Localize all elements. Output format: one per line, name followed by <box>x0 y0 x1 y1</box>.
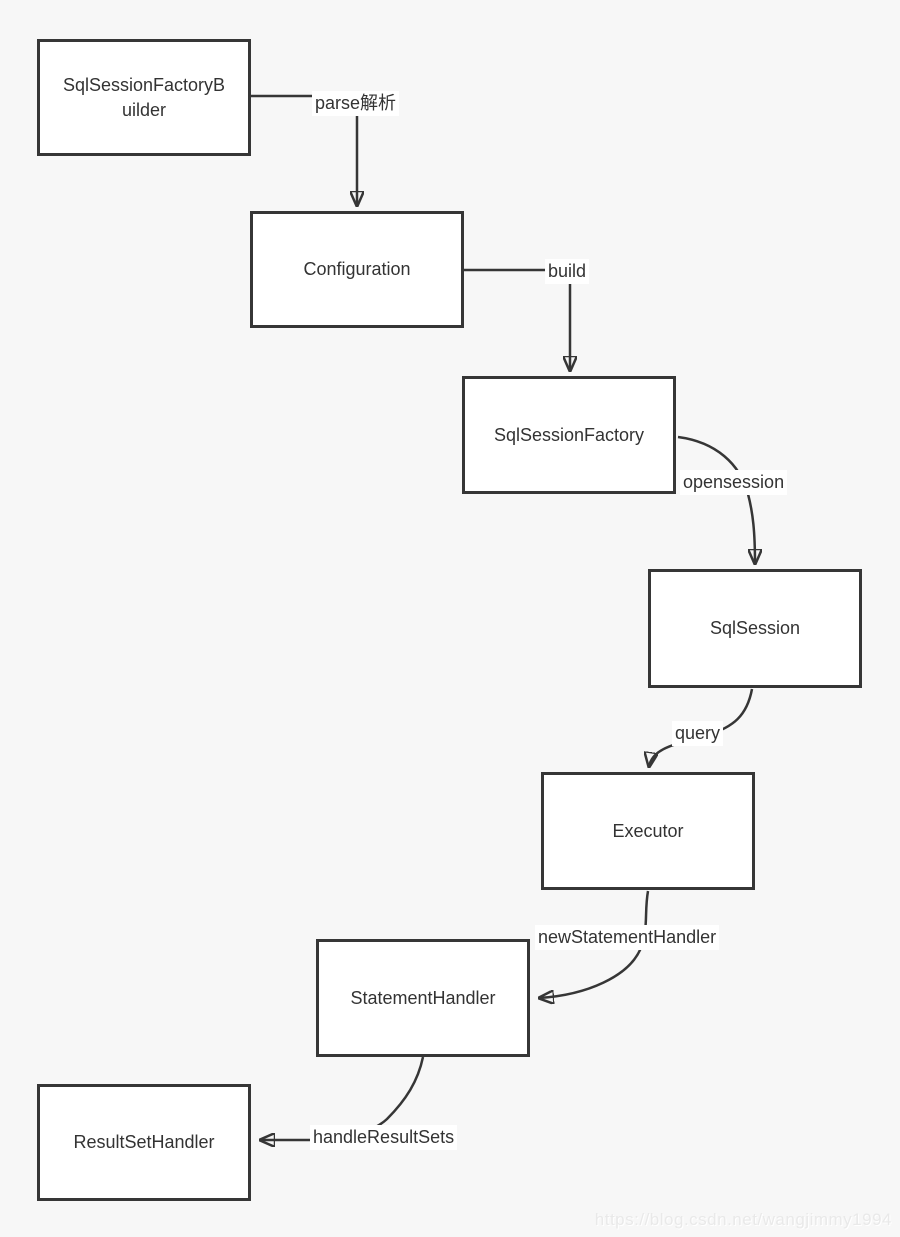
node-configuration: Configuration <box>250 211 464 328</box>
edge-label-query: query <box>672 721 724 746</box>
node-executor: Executor <box>541 772 755 890</box>
node-executor-label: Executor <box>612 820 684 841</box>
node-sql-session-factory-builder: SqlSessionFactoryB uilder <box>37 39 251 156</box>
edge-label-build: build <box>545 259 590 284</box>
watermark: https://blog.csdn.net/wangjimmy1994 <box>594 1210 892 1229</box>
edge-new-statement-handler-arrow <box>539 890 650 998</box>
edge-label-handle-result-sets: handleResultSets <box>310 1125 458 1150</box>
edge-build-arrow <box>464 268 570 371</box>
edge-label-opensession: opensession <box>680 470 788 495</box>
node-sql-session-factory-label: SqlSessionFactory <box>493 424 645 445</box>
node-sql-session-factory-builder-label: SqlSessionFactoryB uilder <box>62 75 226 120</box>
node-sql-session-factory: SqlSessionFactory <box>462 376 676 494</box>
node-statement-handler: StatementHandler <box>316 939 530 1057</box>
edge-label-new-statement-handler: newStatementHandler <box>535 925 720 950</box>
edge-label-parse: parse解析 <box>312 91 400 116</box>
edge-opensession-arrow <box>677 435 755 564</box>
node-configuration-label: Configuration <box>303 259 411 280</box>
node-sql-session-label: SqlSession <box>709 618 801 639</box>
node-result-set-handler: ResultSetHandler <box>37 1084 251 1201</box>
node-result-set-handler-label: ResultSetHandler <box>73 1132 215 1153</box>
node-statement-handler-label: StatementHandler <box>350 987 496 1008</box>
node-sql-session: SqlSession <box>648 569 862 688</box>
